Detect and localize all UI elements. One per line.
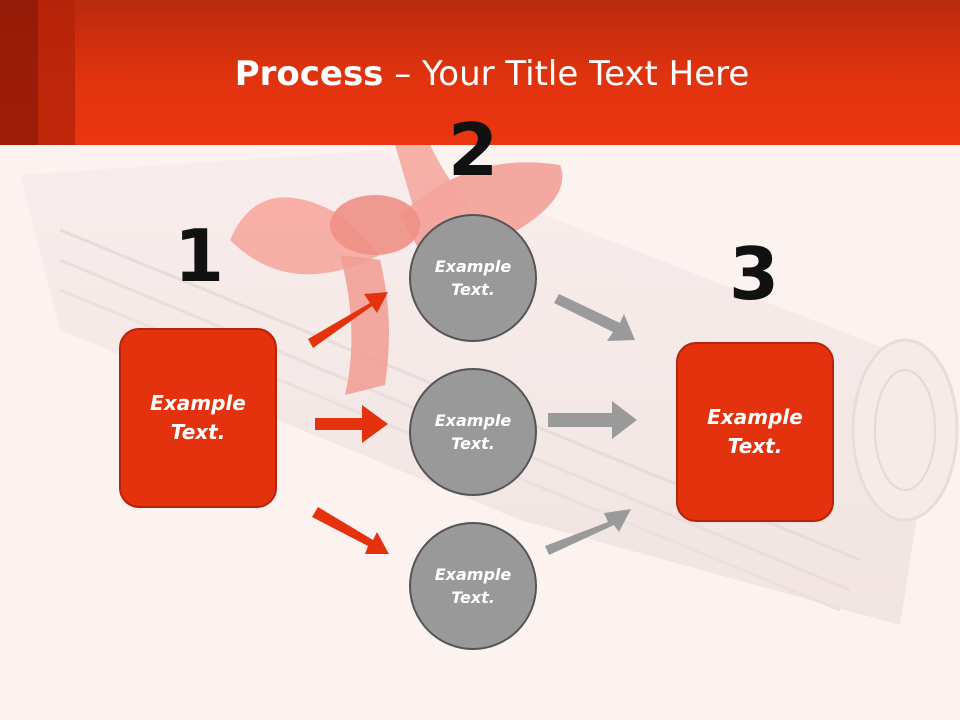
step-number-2: 2 xyxy=(447,108,499,192)
slide-title-rest: – Your Title Text Here xyxy=(383,54,750,94)
step-3-text: Example Text. xyxy=(707,405,803,458)
header-stripe-mid xyxy=(38,0,75,145)
step-1-box: Example Text. xyxy=(119,328,277,508)
step-3-box: Example Text. xyxy=(676,342,834,522)
step-2-circle-bottom: Example Text. xyxy=(409,522,537,650)
step-1-text: Example Text. xyxy=(150,391,246,444)
step-number-1: 1 xyxy=(173,214,225,298)
step-2-circle-middle-text: Example Text. xyxy=(434,411,512,453)
header-banner: Process – Your Title Text Here xyxy=(0,0,960,145)
arrow-red-down xyxy=(312,507,389,554)
arrow-red-right xyxy=(315,405,388,443)
step-2-circle-bottom-text: Example Text. xyxy=(434,565,512,607)
step-2-circle-top-text: Example Text. xyxy=(434,257,512,299)
arrow-red-up xyxy=(308,292,388,348)
arrow-gray-right xyxy=(548,401,637,439)
step-number-3: 3 xyxy=(728,232,780,316)
slide-title: Process – Your Title Text Here xyxy=(0,52,960,96)
header-stripe-dark xyxy=(0,0,38,145)
arrow-gray-up xyxy=(545,509,631,555)
step-2-circle-top: Example Text. xyxy=(409,214,537,342)
step-2-circle-middle: Example Text. xyxy=(409,368,537,496)
arrow-gray-down xyxy=(554,294,635,341)
slide-title-bold: Process xyxy=(234,54,384,94)
